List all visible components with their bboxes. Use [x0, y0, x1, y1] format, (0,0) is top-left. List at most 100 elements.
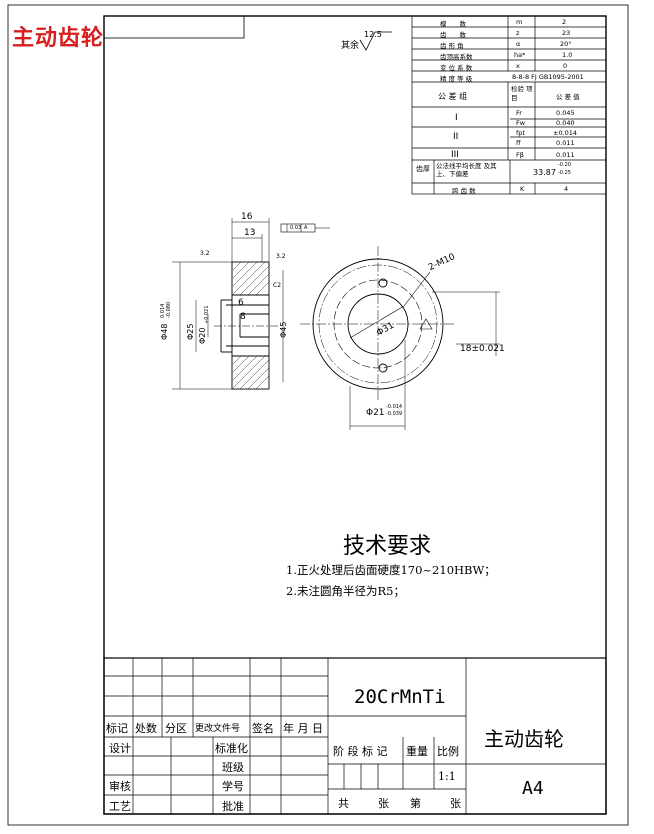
tol-frame-ref: A [304, 225, 308, 231]
tol-group-1: I [455, 113, 458, 123]
rev-header-sign: 签名 [252, 722, 274, 735]
chamfer-label: C2 [273, 282, 282, 289]
param-symbol-2: α [516, 40, 521, 48]
section-view [214, 261, 280, 390]
tol-item-fr: Fr [516, 109, 522, 117]
tol-group-2: II [453, 132, 459, 142]
span-label2: 公法线平均长度 及其上、下偏差 [436, 162, 497, 178]
roughness-value: 12.5 [364, 30, 382, 39]
section-hatching [232, 261, 270, 390]
label-sheet-no: 第 [410, 797, 421, 810]
tol-value-fw: 0.040 [556, 119, 575, 127]
dim-phi45: Φ45 [279, 321, 288, 338]
section-dimensions [172, 218, 330, 390]
param-name-1: 齿 数 [440, 31, 466, 39]
label-approve: 批准 [222, 800, 244, 813]
front-dimensions [349, 291, 500, 430]
param-value-2: 20° [560, 40, 572, 48]
param-table [411, 15, 607, 195]
param-name-0: 模 数 [440, 20, 466, 28]
tol-header-item: 检验 项目 [511, 85, 533, 102]
dim-od: Φ48 [160, 323, 169, 340]
param-value-3: 1.0 [562, 51, 573, 59]
span-count-value: 4 [564, 185, 569, 193]
span-lower: -0.25 [558, 170, 571, 176]
label-sheets: 张 [378, 797, 389, 810]
tol-item-ff: ff [516, 139, 521, 147]
param-name-4: 变 位 系 数 [440, 64, 473, 72]
tol-header-value: 公 差 值 [556, 93, 580, 101]
tol-value-fr: 0.045 [556, 109, 575, 117]
param-name-3: 齿顶高系数 [440, 53, 473, 61]
label-design: 设计 [109, 742, 131, 755]
rough-left: 3.2 [200, 250, 210, 257]
paper-size: A4 [522, 778, 544, 799]
param-symbol-1: z [516, 29, 520, 37]
tech-req-item-2: 2.未注圆角半径为R5； [286, 584, 405, 598]
dim-keyway: 18±0.021 [460, 344, 505, 354]
dim-width-16: 16 [241, 212, 253, 222]
param-name-2: 齿 形 角 [440, 42, 464, 50]
rev-header-mark: 标记 [106, 722, 128, 735]
tol-item-fb: Fβ [516, 151, 524, 159]
tech-req-item-1: 1.正火处理后齿面硬度170~210HBW； [286, 563, 496, 577]
param-symbol-0: m [516, 18, 523, 26]
label-student-id: 学号 [222, 780, 244, 793]
title-block [103, 657, 607, 815]
part-name: 主动齿轮 [484, 727, 564, 751]
param-symbol-3: ha* [514, 51, 526, 59]
dim-bore: Φ20 [198, 327, 207, 344]
span-count-label: 跨 齿 数 [452, 187, 476, 195]
span-value: 33.87 [533, 168, 556, 177]
roughness-label: 其余 [341, 39, 359, 51]
label-weight: 重量 [406, 745, 428, 758]
material-label: 20CrMnTi [354, 686, 446, 708]
param-value-5: 8-8-8 FJ GB1095-2001 [512, 73, 584, 81]
tol-group-3: III [451, 150, 459, 160]
label-process: 工艺 [109, 800, 131, 813]
front-view [300, 246, 456, 402]
dim-6: 6 [238, 298, 244, 308]
label-class: 班级 [222, 761, 244, 774]
rev-header-doc: 更改文件号 [195, 724, 241, 734]
dim-bore-tol: +0.021 [204, 305, 210, 324]
tol-item-fpt: fpt [516, 129, 525, 137]
scale-value: 1:1 [438, 770, 456, 783]
rev-header-zone: 分区 [165, 722, 187, 735]
param-value-0: 2 [562, 18, 567, 26]
roughness-symbol-icon [359, 31, 392, 51]
dim-8: 8 [240, 312, 246, 322]
label-sheets2: 张 [450, 797, 461, 810]
dim-width-13: 13 [244, 228, 256, 238]
dim-hub: Φ25 [186, 323, 195, 340]
span-upper: -0.20 [558, 162, 571, 168]
span-label1: 齿厚 [416, 165, 430, 173]
label-total: 共 [338, 797, 349, 810]
rev-header-date: 年 月 日 [283, 722, 323, 735]
tech-req-title: 技术要求 [343, 534, 432, 559]
label-scale: 比例 [437, 745, 459, 758]
dim-od-lower: -0.080 [166, 301, 172, 318]
rev-header-count: 处数 [135, 722, 157, 735]
tol-value-fpt: ±0.014 [553, 129, 578, 137]
label-review: 审核 [109, 780, 131, 793]
tol-value-fb: 0.011 [556, 151, 575, 159]
outer-border [7, 4, 629, 826]
dim-phi21: Φ21 [366, 408, 385, 418]
dim-phi21-lower: -0.039 [386, 411, 403, 417]
param-symbol-4: x [516, 62, 520, 70]
param-value-1: 23 [562, 29, 571, 37]
span-count-symbol: K [520, 185, 525, 193]
param-name-5: 精 度 等 级 [440, 75, 473, 83]
doc-code-box [103, 15, 245, 39]
tol-header-group: 公 差 组 [438, 92, 468, 101]
tol-value-ff: 0.011 [556, 139, 575, 147]
rough-right: 3.2 [276, 253, 286, 260]
dim-phi21-upper: -0.014 [386, 404, 403, 410]
param-value-4: 0 [563, 62, 568, 70]
tol-item-fw: Fw [516, 119, 526, 127]
label-standardize: 标准化 [215, 742, 248, 755]
label-stage-mark: 阶 段 标 记 [333, 745, 388, 758]
